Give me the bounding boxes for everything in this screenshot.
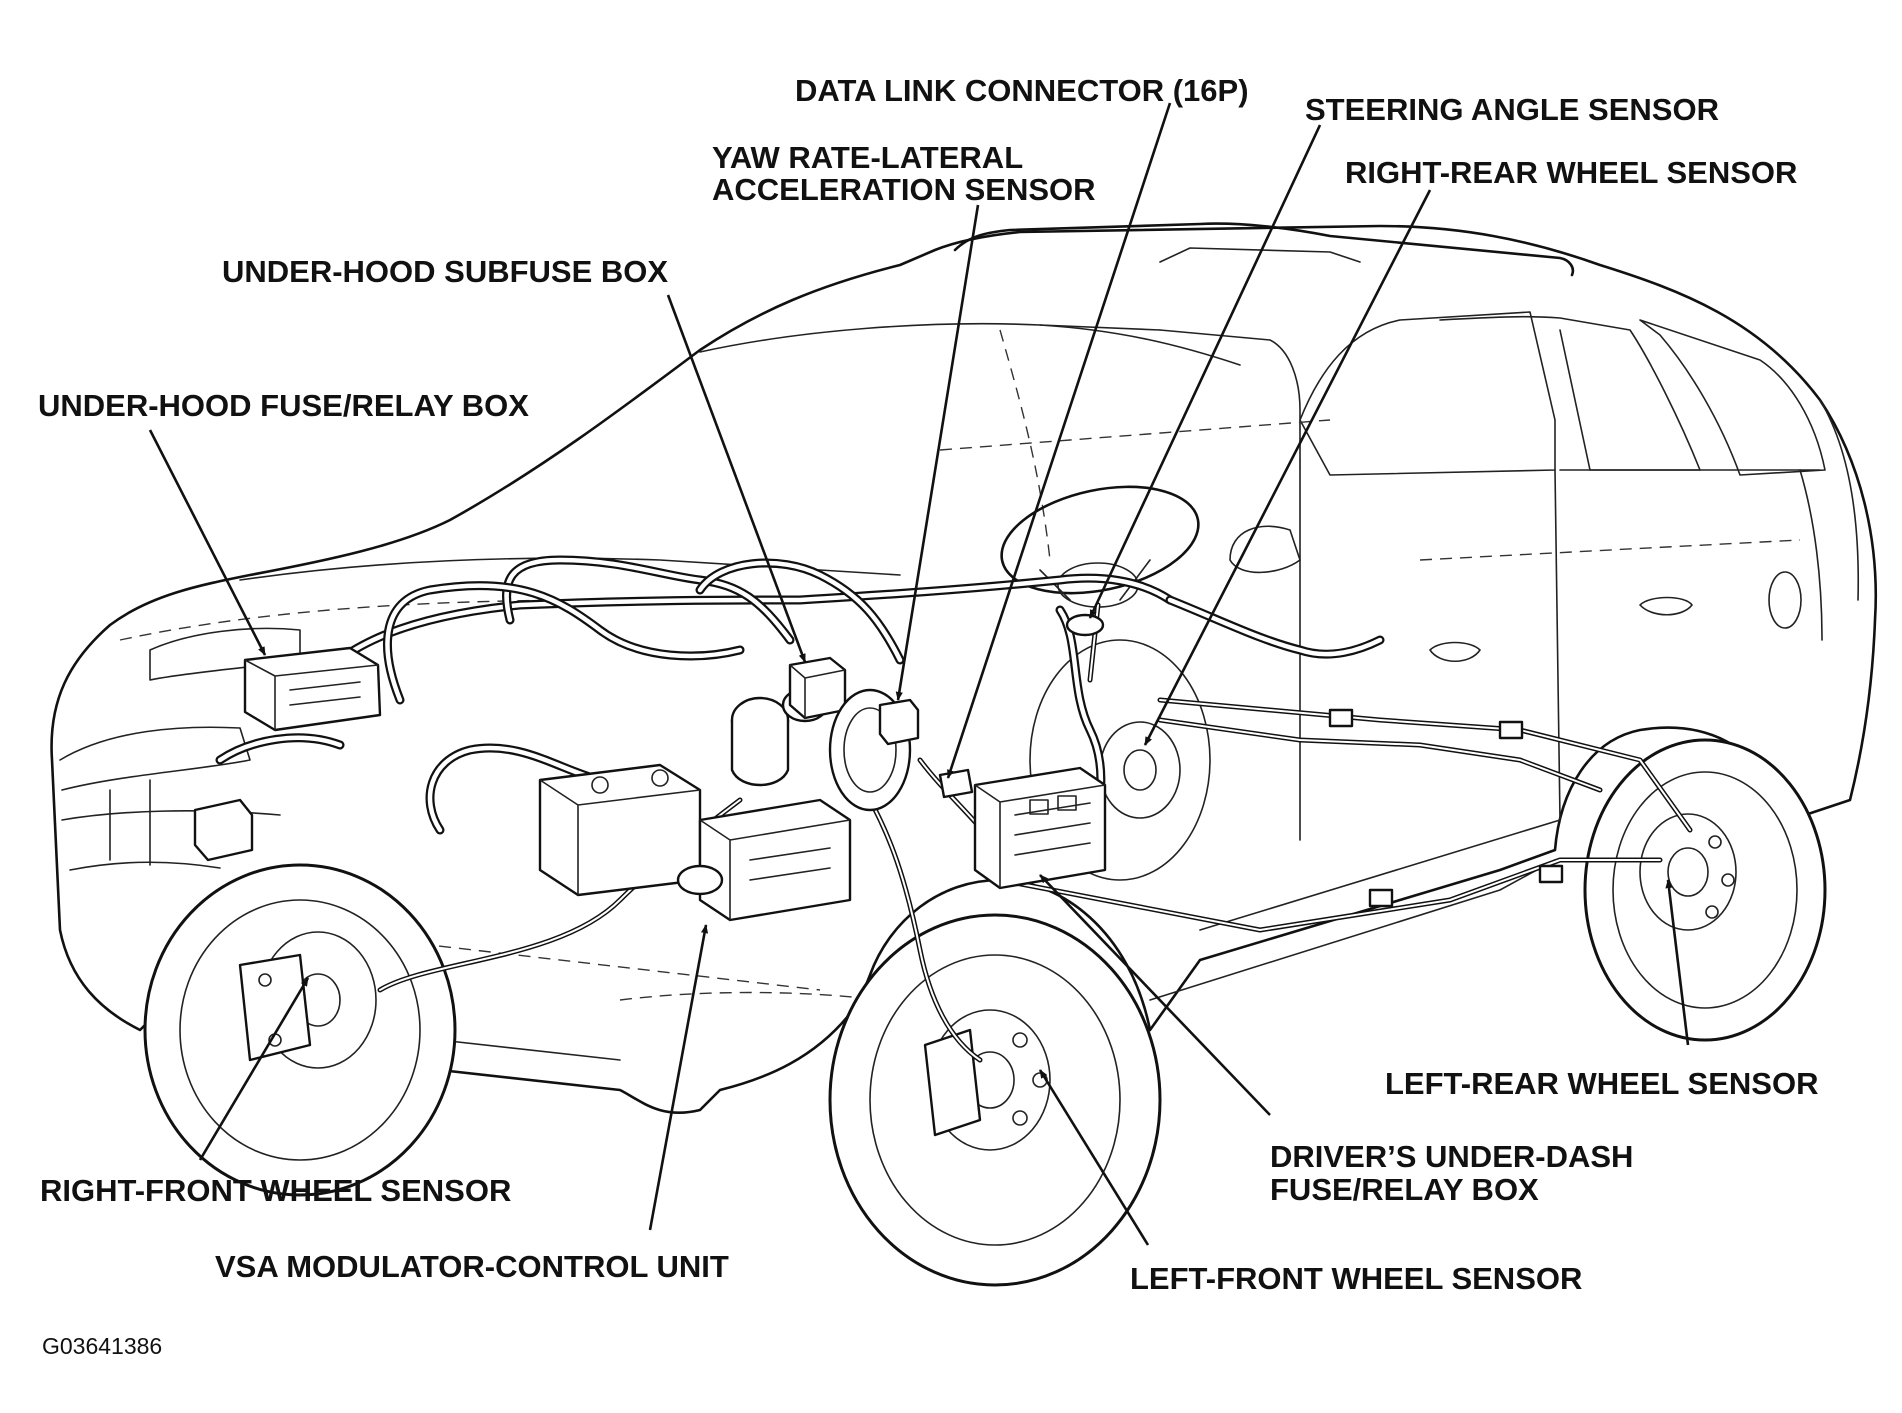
rear-harness-connectors <box>1328 708 1564 908</box>
leader-right-front-wheel-sensor <box>198 977 310 1161</box>
figure-code: G03641386 <box>42 1333 162 1359</box>
leader-under-hood-fuse-relay-box <box>148 429 267 656</box>
steering-angle-sensor <box>1065 613 1105 637</box>
leader-left-rear-wheel-sensor <box>1665 879 1690 1046</box>
label-steering-angle-sensor: STEERING ANGLE SENSOR <box>1305 92 1719 127</box>
side-mirror <box>1229 525 1301 574</box>
data-link-connector <box>938 768 974 799</box>
left-rear-wheel <box>1583 738 1827 1042</box>
label-yaw-rate-line2: ACCELERATION SENSOR <box>712 172 1096 207</box>
vsa-modulator-control-unit <box>676 798 852 922</box>
front-door-window <box>1299 311 1556 476</box>
under-hood-fuse-relay-box <box>243 646 382 732</box>
right-front-caliper <box>238 953 312 1062</box>
leader-vsa-modulator <box>648 924 709 1231</box>
label-yaw-rate-line1: YAW RATE-LATERAL <box>712 140 1023 175</box>
leader-yaw-rate-sensor <box>895 204 980 701</box>
roof-rail <box>953 222 1575 277</box>
under-hood-subfuse-box <box>788 656 847 720</box>
label-drivers-under-dash-line1: DRIVER’S UNDER-DASH <box>1270 1139 1633 1174</box>
right-front-wheel <box>143 863 457 1197</box>
label-under-hood-subfuse-box: UNDER-HOOD SUBFUSE BOX <box>222 254 668 289</box>
body-outline <box>50 224 1878 1115</box>
rear-door-handle <box>1639 596 1693 616</box>
label-right-rear-wheel-sensor: RIGHT-REAR WHEEL SENSOR <box>1345 155 1797 190</box>
label-under-hood-fuse-relay-box: UNDER-HOOD FUSE/RELAY BOX <box>38 388 529 423</box>
front-door-handle <box>1429 641 1481 662</box>
leader-drivers-under-dash <box>1039 874 1271 1116</box>
leader-lines <box>148 102 1690 1246</box>
battery <box>538 763 702 897</box>
leader-steering-angle-sensor <box>1088 124 1322 619</box>
rear-door-window <box>1439 315 1701 471</box>
leader-data-link-connector <box>946 102 1172 779</box>
front-relay-block <box>193 798 254 862</box>
label-data-link-connector: DATA LINK CONNECTOR (16P) <box>795 73 1249 108</box>
label-right-front-wheel-sensor: RIGHT-FRONT WHEEL SENSOR <box>40 1173 511 1208</box>
label-left-front-wheel-sensor: LEFT-FRONT WHEEL SENSOR <box>1130 1261 1582 1296</box>
label-drivers-under-dash-line2: FUSE/RELAY BOX <box>1270 1172 1539 1207</box>
leader-under-hood-subfuse-box <box>666 294 807 663</box>
yaw-rate-sensor <box>878 698 920 746</box>
left-front-caliper <box>923 1028 982 1137</box>
fuel-door <box>1768 571 1802 629</box>
right-rear-wheel <box>1029 639 1211 881</box>
leader-left-front-wheel-sensor <box>1038 1069 1150 1246</box>
left-front-wheel <box>828 913 1162 1287</box>
label-left-rear-wheel-sensor: LEFT-REAR WHEEL SENSOR <box>1385 1066 1818 1101</box>
callout-labels: DATA LINK CONNECTOR (16P) STEERING ANGLE… <box>38 73 1818 1359</box>
wiring-harness <box>215 555 1385 875</box>
label-vsa-modulator-control-unit: VSA MODULATOR-CONTROL UNIT <box>215 1249 729 1284</box>
drivers-under-dash-fuse-relay-box <box>973 766 1107 890</box>
leader-right-rear-wheel-sensor <box>1143 189 1432 746</box>
